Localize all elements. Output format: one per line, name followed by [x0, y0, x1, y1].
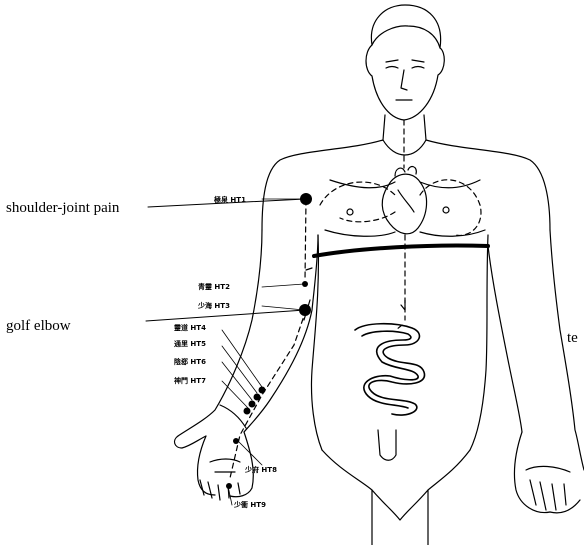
internal-pathway [396, 120, 405, 330]
acupoint-label-HT2: 青靈 HT2 [198, 282, 230, 291]
acupoint-HT7-dot [244, 408, 251, 415]
torso [262, 115, 550, 545]
arm-meridian-line [230, 200, 306, 478]
acupoint-HT3-dot [299, 304, 311, 316]
diaphragm-line [314, 245, 488, 256]
acupoint-label-HT8: 少府 HT8 [244, 465, 277, 474]
head [366, 5, 444, 120]
acupoint-label-HT5: 通里 HT5 [174, 339, 206, 348]
heart-organ [382, 167, 426, 234]
label-golf-elbow: golf elbow [6, 318, 71, 334]
acupoint-HT8-dot [233, 438, 239, 444]
acupoint-HT4-dot [259, 387, 266, 394]
acupoint-HT6-dot [249, 401, 256, 408]
acupoint-HT5-dot [254, 394, 261, 401]
small-intestine [355, 324, 425, 415]
acupoint-HT2-dot [302, 281, 308, 287]
acupoint-HT1-dot [300, 193, 312, 205]
acupoint-label-HT6: 陰郄 HT6 [174, 357, 206, 366]
acupoint-label-HT7: 神門 HT7 [174, 376, 206, 385]
right-arm [488, 230, 584, 513]
right-hand [526, 466, 580, 512]
acupoint-label-HT3: 少海 HT3 [197, 301, 230, 310]
lung-outline [320, 180, 481, 236]
golf-pointer-line [146, 310, 305, 321]
left-arm [178, 230, 318, 436]
acupoint-HT9-dot [226, 483, 232, 489]
acupoint-label-HT4: 靈道 HT4 [174, 323, 206, 332]
label-cut-off-text: te [567, 330, 578, 346]
acupoint-dots [226, 193, 312, 489]
left-hand [175, 432, 254, 500]
acupoint-label-HT9: 少衝 HT9 [233, 500, 266, 509]
pathway-arrow [401, 300, 405, 310]
acupoint-label-HT1: 極泉 HT1 [213, 195, 246, 204]
label-shoulder-joint-pain: shoulder-joint pain [6, 200, 120, 216]
